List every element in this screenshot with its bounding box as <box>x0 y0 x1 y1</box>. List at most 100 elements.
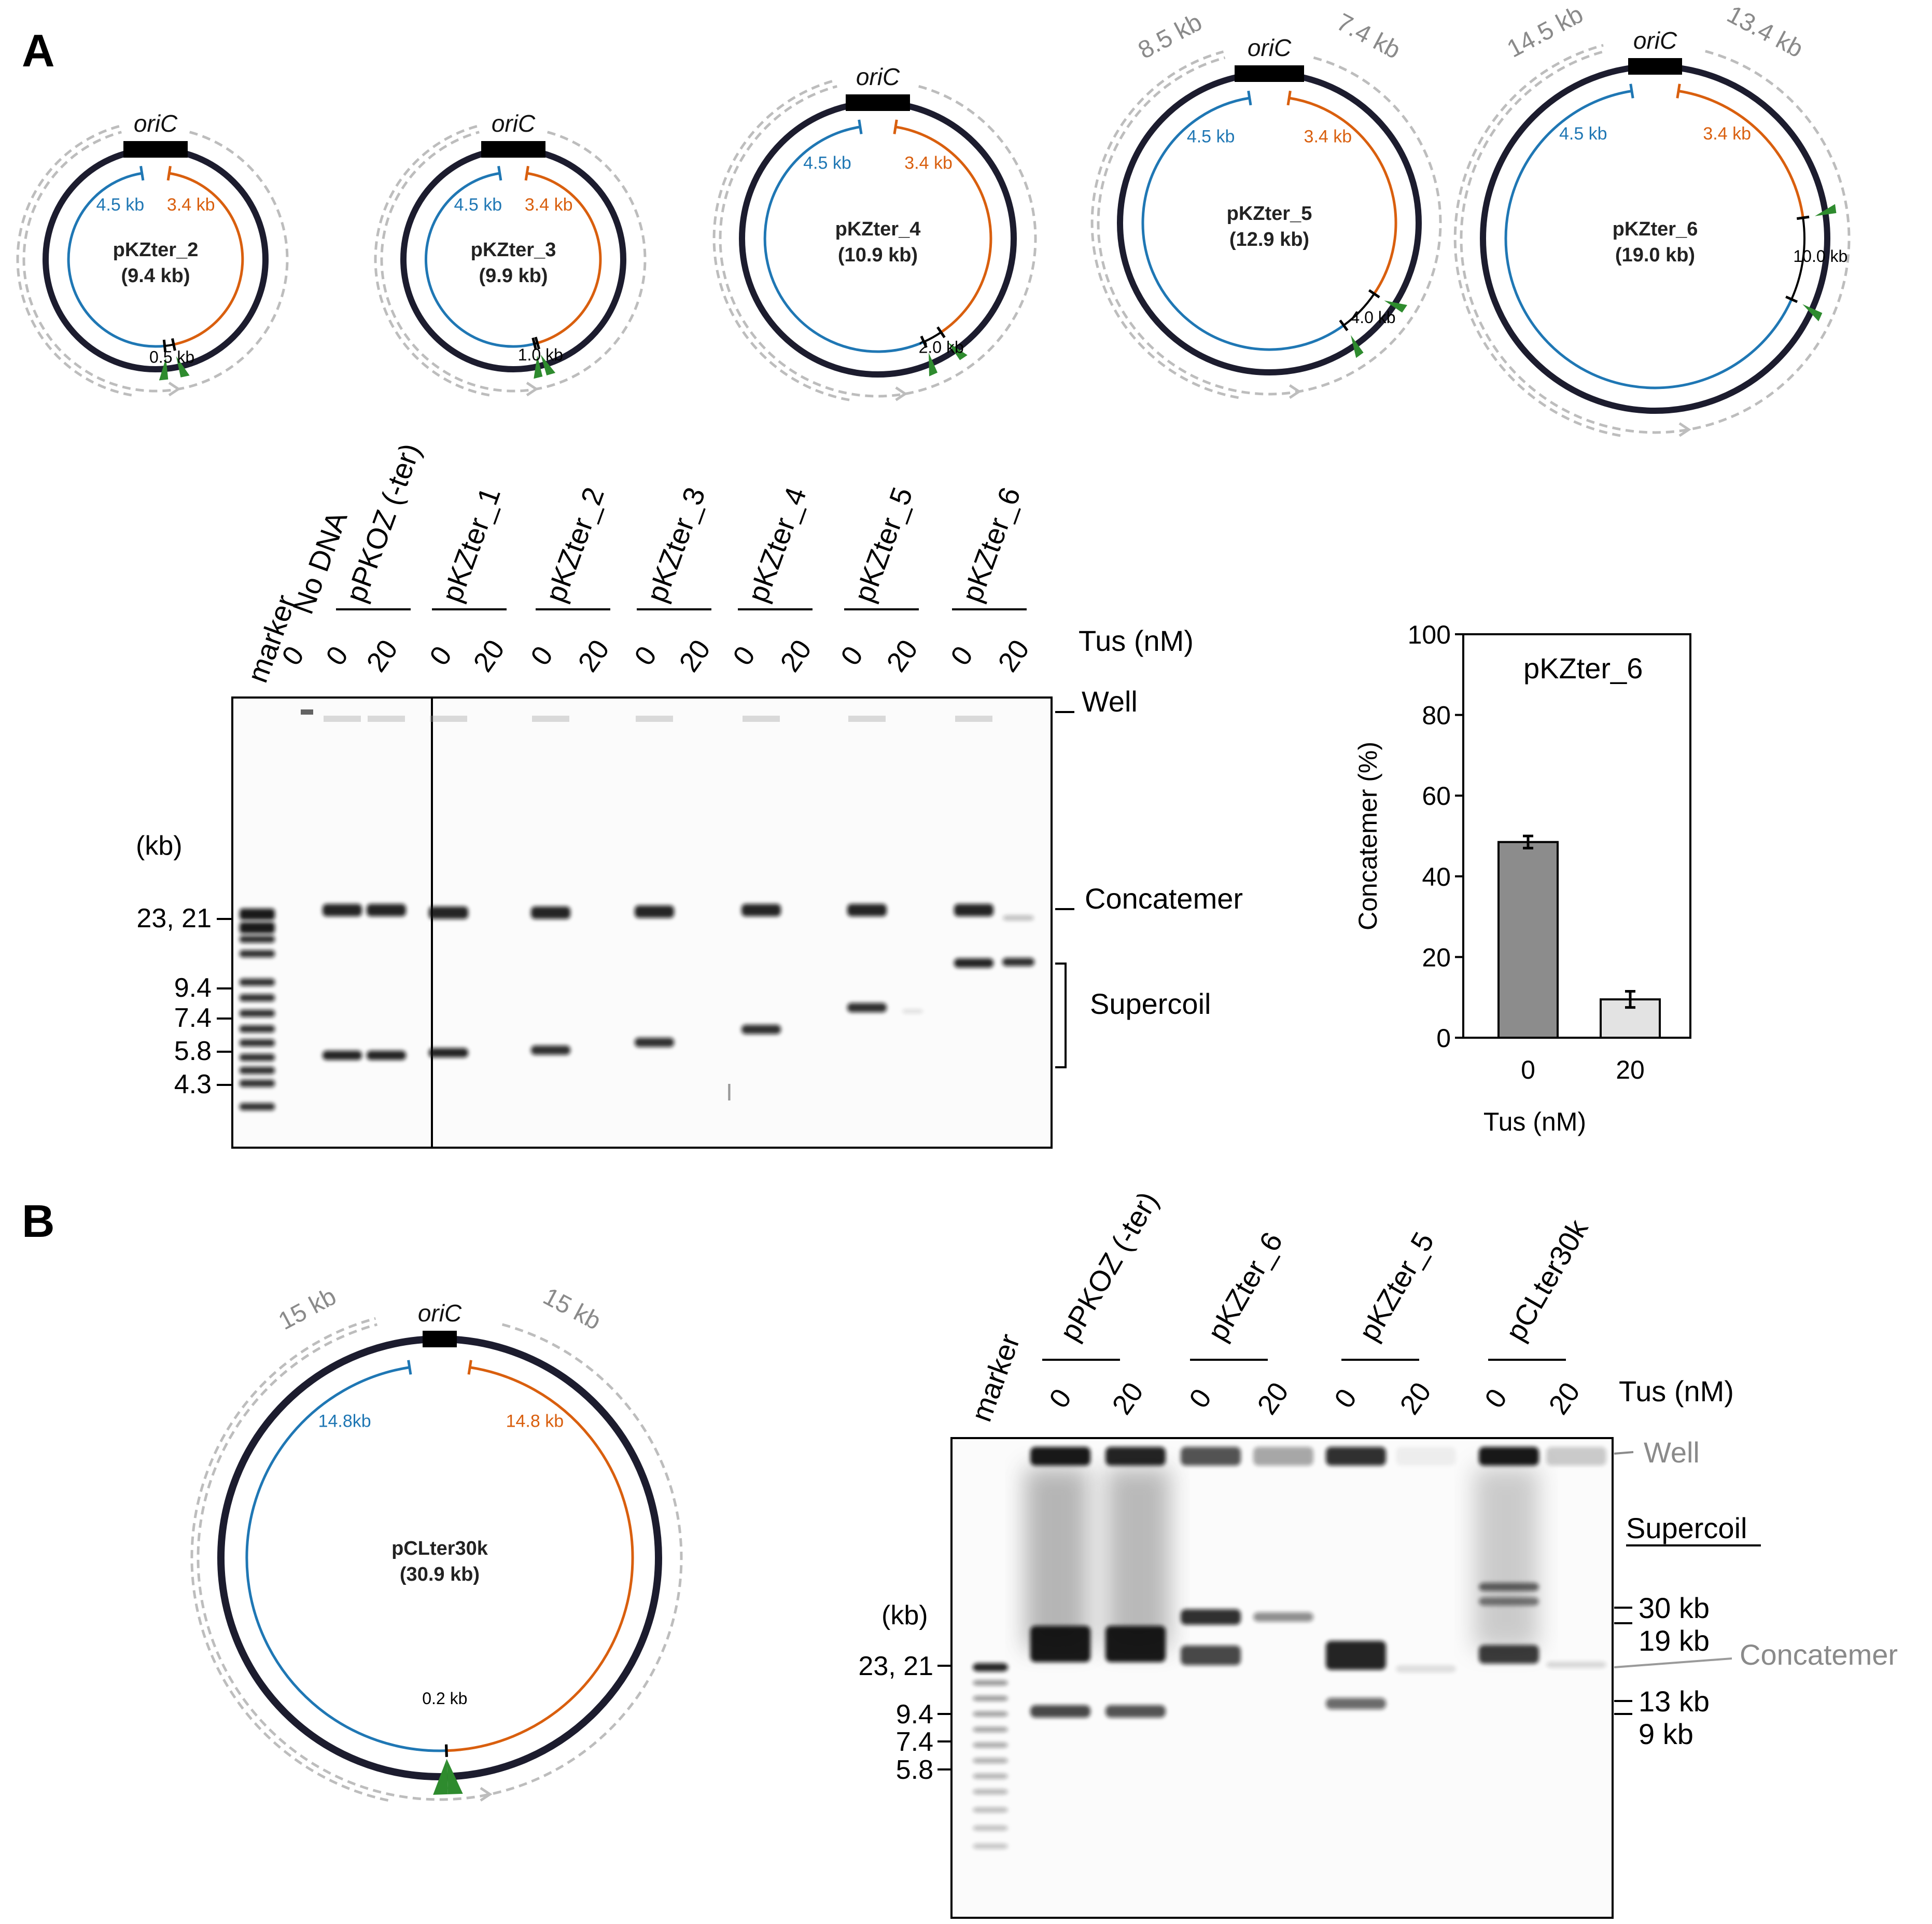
ter-site-left <box>1802 304 1823 322</box>
conc-zero: 0 <box>1043 1383 1077 1414</box>
ter-site-left <box>534 355 543 379</box>
lane-smear <box>1106 1468 1170 1649</box>
blue-arm-end <box>1629 83 1634 99</box>
gap-length: 0.2 kb <box>422 1689 467 1708</box>
ter-gap-arc <box>1790 217 1805 300</box>
gap-length: 4.0 kb <box>1350 308 1395 327</box>
ter-gap-arc <box>164 343 174 347</box>
supercoil-size-label: 30 kb <box>1639 1592 1710 1624</box>
gap-length: 1.0 kb <box>518 345 563 364</box>
marker-band <box>240 1039 275 1047</box>
gap-end-right <box>1796 215 1810 220</box>
conc-twenty: 20 <box>774 634 818 678</box>
conc-zero: 0 <box>424 640 458 671</box>
concatemer-band <box>847 904 887 916</box>
oric-label: oriC <box>492 110 536 137</box>
gel-band <box>1479 1583 1539 1591</box>
right-arm-length: 3.4 kb <box>1304 127 1352 147</box>
gel-a-supercoil-label: Supercoil <box>1090 987 1211 1020</box>
lane-header-pkzter-1: pKZter_1 <box>435 483 507 606</box>
oric-box <box>481 141 545 158</box>
marker-band <box>240 1010 275 1017</box>
gel-a-marker-sizes: 23, 219.47.45.84.3 <box>136 903 232 1099</box>
gel-b-marker-sizes: 23, 219.47.45.8 <box>858 1651 951 1785</box>
y-tick-label: 40 <box>1422 862 1451 891</box>
dashed-replication-arc-right <box>1460 50 1851 434</box>
orange-arm-end <box>1286 90 1292 106</box>
concatemer-band <box>367 904 406 916</box>
dashed-arrowhead <box>526 382 539 397</box>
well-band <box>532 716 569 722</box>
well-band <box>848 716 886 722</box>
conc-twenty: 20 <box>673 634 717 678</box>
orange-arm-end <box>524 165 529 181</box>
gel-b-tus-label: Tus (nM) <box>1619 1375 1734 1407</box>
gel-band <box>1396 1665 1456 1672</box>
marker-size-label: 7.4 <box>174 1003 212 1033</box>
marker-band <box>240 1103 275 1110</box>
faint-band <box>902 1009 923 1013</box>
marker-size-label: 5.8 <box>896 1755 933 1785</box>
gap-length: 10.0 kb <box>1793 247 1847 266</box>
marker-band <box>240 922 275 933</box>
gel-band <box>1326 1698 1386 1709</box>
right-replication-distance: 7.4 kb <box>1332 8 1405 64</box>
oric-box <box>423 1331 457 1347</box>
gap-end-left <box>920 336 928 348</box>
well-band <box>324 716 361 722</box>
well-band <box>1546 1447 1606 1466</box>
gel-b-well-label: Well <box>1644 1436 1700 1469</box>
conc-zero: 0 <box>835 640 869 671</box>
left-replication-distance: 8.5 kb <box>1134 8 1207 64</box>
conc-zero: 0 <box>1479 1383 1513 1414</box>
supercoil-bracket <box>1055 963 1067 1068</box>
concatemer-band-tus <box>1003 915 1034 921</box>
bar-20 <box>1600 998 1661 1039</box>
oric-label: oriC <box>1248 34 1292 61</box>
dashed-replication-arc-right <box>197 1323 683 1801</box>
y-tick-label: 0 <box>1436 1024 1451 1053</box>
gel-b-bands <box>973 1447 1606 1849</box>
gel-a-concatemer-label: Concatemer <box>1085 882 1243 915</box>
marker-band <box>240 979 275 986</box>
dashed-replication-arc-right <box>380 131 647 393</box>
dashed-replication-arc-right <box>22 131 289 393</box>
gel-a-bands <box>240 709 1034 1110</box>
orange-arm-end <box>893 119 898 134</box>
blue-arm-end <box>139 165 145 181</box>
bar-chart-xlabel: Tus (nM) <box>1483 1107 1586 1136</box>
well-band <box>1030 1447 1090 1466</box>
blue-arm-arc <box>67 172 165 348</box>
gap-end-right <box>171 338 176 351</box>
gap-length: 0.5 kb <box>149 348 194 367</box>
oric-label: oriC <box>1633 27 1677 54</box>
conc-twenty: 20 <box>572 634 615 678</box>
dashed-replication-arc-left <box>1090 50 1239 399</box>
right-arm-length: 14.8 kb <box>506 1412 564 1431</box>
concatemer-band <box>954 904 993 916</box>
dashed-arrowhead <box>1678 422 1691 437</box>
supercoil-band <box>429 1048 468 1057</box>
dashed-replication-arc-left <box>712 79 850 401</box>
right-arm-length: 3.4 kb <box>167 195 215 215</box>
bar-chart-frame <box>1462 633 1691 1039</box>
blue-arm-end <box>1247 90 1252 106</box>
conc-twenty: 20 <box>880 634 924 678</box>
supercoil-band <box>367 1051 406 1060</box>
plasmid-size: (30.9 kb) <box>400 1564 480 1585</box>
oric-box <box>123 141 188 158</box>
supercoil-size-label: 19 kb <box>1639 1624 1710 1657</box>
supercoil-band <box>954 958 993 968</box>
gel-band <box>1326 1641 1386 1670</box>
conc-zero: 0 <box>1183 1383 1217 1414</box>
gel-b-supercoil-label: Supercoil <box>1626 1512 1747 1544</box>
right-arm-length: 3.4 kb <box>904 154 953 173</box>
conc-zero: 0 <box>628 640 663 671</box>
gel-band <box>1181 1646 1241 1665</box>
right-replication-distance: 13.4 kb <box>1723 1 1808 63</box>
marker-band <box>973 1844 1008 1849</box>
